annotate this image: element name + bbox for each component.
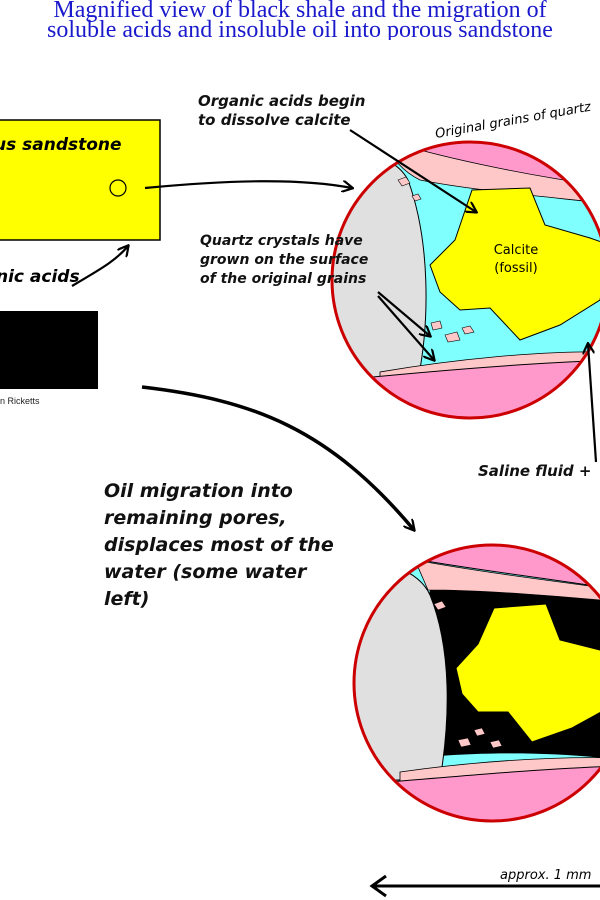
oil-migration-label: Oil migration into remaining pores, disp… [104,478,334,613]
magnified-circle-bottom [352,543,600,823]
scale-bar-arrowhead [369,874,387,898]
arrow-quartz-to-overgrowth-2 [377,295,434,360]
oil-line3: displaces most of the [104,534,334,556]
calcite-label-line1: Calcite [494,243,539,258]
credit-text: n Ricketts [0,396,40,406]
oil-line2: remaining pores, [104,507,287,529]
original-grains-label: Original grains of quartz [434,100,593,142]
page-title: Magnified view of black shale and the mi… [0,0,600,40]
arrow-sandstone-to-magnified [144,180,352,188]
oil-line4: water (some water [104,561,307,583]
quartz-line3: of the original grains [200,271,367,287]
saline-label: Saline fluid + [478,462,592,480]
calcite-fossil-bottom [455,603,600,743]
sandstone-block [0,119,161,241]
arrow-quartz-to-overgrowth-1 [377,291,430,336]
magnified-circle-top [330,140,600,420]
quartz-line2: grown on the surface [200,252,369,268]
calcite-fossil-shape [429,187,600,341]
title-line-1: Magnified view of black shale and the mi… [53,0,547,23]
scale-label: approx. 1 mm [500,868,591,883]
sample-circle-marker [109,179,127,197]
quartz-label: Quartz crystals have grown on the surfac… [200,232,368,289]
arrow-shale-to-oil-view [141,385,414,530]
oil-line1: Oil migration into [104,480,293,502]
arrow-acids-to-calcite [349,129,476,212]
arrow-acids-up [71,246,128,287]
arrow-saline-up [588,344,598,463]
calcite-label-line2: (fossil) [494,261,537,276]
organic-acids-left-label: nic acids [0,267,80,287]
acids-begin-line1: Organic acids begin [198,92,366,110]
title-line-2: soluble acids and insoluble oil into por… [47,17,553,40]
magnified-view-bottom [352,543,600,823]
sandstone-label: us sandstone [0,135,122,155]
black-shale-block [0,311,98,389]
acids-begin-label: Organic acids begin to dissolve calcite [198,92,365,130]
quartz-line1: Quartz crystals have [200,233,363,249]
acids-begin-line2: to dissolve calcite [198,111,351,129]
oil-line5: left) [104,588,150,610]
